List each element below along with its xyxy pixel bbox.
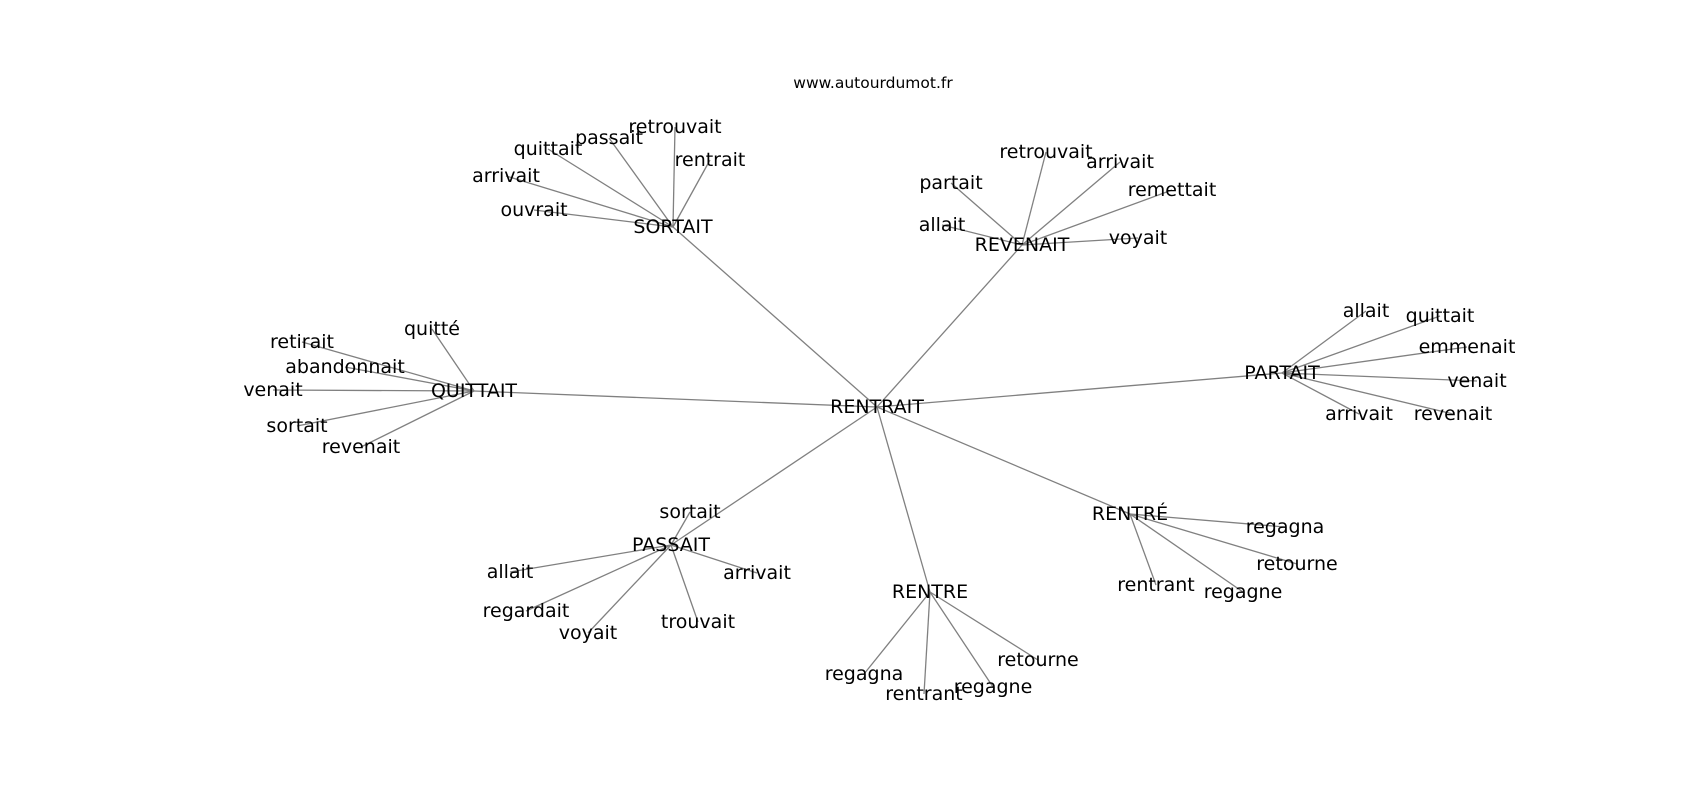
leaf-node-pa-voyait[interactable]: voyait [559, 622, 617, 644]
edge-quittait-q-sortait [296, 390, 475, 427]
leaf-node-s-rentrait[interactable]: rentrait [675, 149, 746, 171]
edge-partait-p-allait [1281, 310, 1367, 374]
graph-edges [272, 126, 1478, 695]
edge-rentre-r-regagne [929, 591, 994, 688]
edge-rentrait-quittait [473, 390, 878, 408]
edge-rentrait-revenait [876, 244, 1023, 408]
hub-node-rentre[interactable]: RENTRE [892, 581, 968, 603]
leaf-node-q-retirait[interactable]: retirait [270, 331, 334, 353]
edge-rentre-acc-ra-rentrant [1129, 513, 1157, 586]
edge-sortait-s-retrouvait [672, 126, 676, 228]
edge-revenait-rv-retrouvait [1021, 151, 1047, 246]
edge-rentrait-passait [670, 406, 878, 546]
graph-labels: RENTRAITSORTAITouvraitarrivaitquittaitpa… [243, 116, 1515, 705]
leaf-node-q-quitte[interactable]: quitté [404, 318, 460, 340]
edge-rentre-r-rentrant [923, 591, 931, 695]
leaf-node-p-revenait[interactable]: revenait [1414, 403, 1492, 425]
leaf-node-p-allait[interactable]: allait [1343, 300, 1390, 322]
leaf-node-q-revenait[interactable]: revenait [322, 436, 400, 458]
leaf-node-rv-remettait[interactable]: remettait [1128, 179, 1217, 201]
edge-rentre-r-regagna [863, 591, 931, 675]
leaf-node-q-sortait[interactable]: sortait [266, 415, 327, 437]
leaf-node-pa-regardait[interactable]: regardait [483, 600, 570, 622]
edge-sortait-s-rentrait [672, 159, 711, 228]
edge-rentrait-rentre-acc [876, 406, 1131, 515]
edge-rentrait-rentre [876, 406, 931, 593]
edge-quittait-q-quitte [431, 328, 475, 392]
edge-rentrait-sortait [672, 226, 878, 408]
edge-rentre-r-retourne [929, 591, 1039, 661]
leaf-node-rv-allait[interactable]: allait [919, 214, 966, 236]
leaf-node-pa-sortait[interactable]: sortait [659, 501, 720, 523]
edge-passait-pa-regardait [525, 544, 672, 612]
leaf-node-s-quittait[interactable]: quittait [514, 138, 583, 160]
leaf-node-p-venait[interactable]: venait [1447, 370, 1506, 392]
leaf-node-rv-arrivait[interactable]: arrivait [1086, 151, 1154, 173]
edge-quittait-q-abandonnait [344, 366, 475, 392]
edge-partait-p-quittait [1281, 315, 1441, 374]
edge-revenait-rv-remettait [1021, 189, 1173, 246]
leaf-node-r-regagne[interactable]: regagne [954, 676, 1033, 698]
leaf-node-pa-allait[interactable]: allait [487, 561, 534, 583]
leaf-node-r-retourne[interactable]: retourne [997, 649, 1078, 671]
edge-passait-pa-voyait [587, 544, 672, 634]
edge-passait-pa-sortait [670, 511, 691, 546]
edge-passait-pa-trouvait [670, 544, 699, 623]
leaf-node-r-rentrant[interactable]: rentrant [885, 683, 963, 705]
leaf-node-q-venait[interactable]: venait [243, 379, 302, 401]
hub-node-revenait[interactable]: REVENAIT [975, 234, 1070, 256]
leaf-node-rv-partait[interactable]: partait [919, 172, 982, 194]
hub-node-partait[interactable]: PARTAIT [1244, 362, 1320, 384]
edge-rentre-acc-ra-regagne [1129, 513, 1244, 593]
hub-node-passait[interactable]: PASSAIT [632, 534, 710, 556]
leaf-node-r-regagna[interactable]: regagna [825, 663, 904, 685]
edge-quittait-q-revenait [360, 390, 475, 448]
edge-partait-p-emmenait [1281, 346, 1468, 374]
hub-node-rentre-acc[interactable]: RENTRÉ [1092, 502, 1168, 525]
edge-rentre-acc-ra-retourne [1129, 513, 1298, 565]
leaf-node-ra-regagna[interactable]: regagna [1246, 516, 1325, 538]
leaf-node-p-emmenait[interactable]: emmenait [1419, 336, 1516, 358]
leaf-node-s-ouvrait[interactable]: ouvrait [500, 199, 567, 221]
leaf-node-ra-regagne[interactable]: regagne [1204, 581, 1283, 603]
site-label[interactable]: www.autourdumot.fr [793, 74, 953, 92]
edge-rentre-acc-ra-regagna [1129, 513, 1286, 528]
leaf-node-ra-rentrant[interactable]: rentrant [1117, 574, 1195, 596]
edge-rentrait-partait [876, 372, 1283, 408]
edge-partait-p-venait [1281, 372, 1478, 382]
hub-node-sortait[interactable]: SORTAIT [633, 216, 713, 238]
leaf-node-ra-retourne[interactable]: retourne [1256, 553, 1337, 575]
edge-quittait-q-retirait [301, 341, 475, 392]
leaf-node-s-arrivait[interactable]: arrivait [472, 165, 540, 187]
center-node-rentrait[interactable]: RENTRAIT [830, 396, 924, 418]
edge-revenait-rv-arrivait [1021, 161, 1121, 246]
leaf-node-p-arrivait[interactable]: arrivait [1325, 403, 1393, 425]
edge-quittait-q-venait [272, 389, 475, 392]
leaf-node-rv-retrouvait[interactable]: retrouvait [999, 141, 1092, 163]
edge-sortait-s-quittait [547, 148, 674, 228]
leaf-node-s-retrouvait[interactable]: retrouvait [628, 116, 721, 138]
leaf-node-p-quittait[interactable]: quittait [1406, 305, 1475, 327]
edge-sortait-s-ouvrait [533, 209, 674, 228]
edge-passait-pa-arrivait [670, 544, 758, 574]
hub-node-quittait[interactable]: QUITTAIT [431, 380, 517, 402]
edge-passait-pa-allait [509, 544, 672, 573]
edge-revenait-rv-partait [950, 182, 1023, 246]
leaf-node-pa-trouvait[interactable]: trouvait [661, 611, 735, 633]
edge-sortait-s-arrivait [505, 175, 674, 228]
edge-partait-p-revenait [1281, 372, 1454, 415]
leaf-node-s-passait[interactable]: passait [575, 127, 643, 149]
leaf-node-rv-voyait[interactable]: voyait [1109, 227, 1167, 249]
edge-revenait-rv-allait [941, 224, 1023, 246]
edge-revenait-rv-voyait [1021, 237, 1139, 246]
leaf-node-pa-arrivait[interactable]: arrivait [723, 562, 791, 584]
edge-partait-p-arrivait [1281, 372, 1360, 415]
leaf-node-q-abandonnait[interactable]: abandonnait [285, 356, 405, 378]
edge-sortait-s-passait [608, 137, 674, 228]
